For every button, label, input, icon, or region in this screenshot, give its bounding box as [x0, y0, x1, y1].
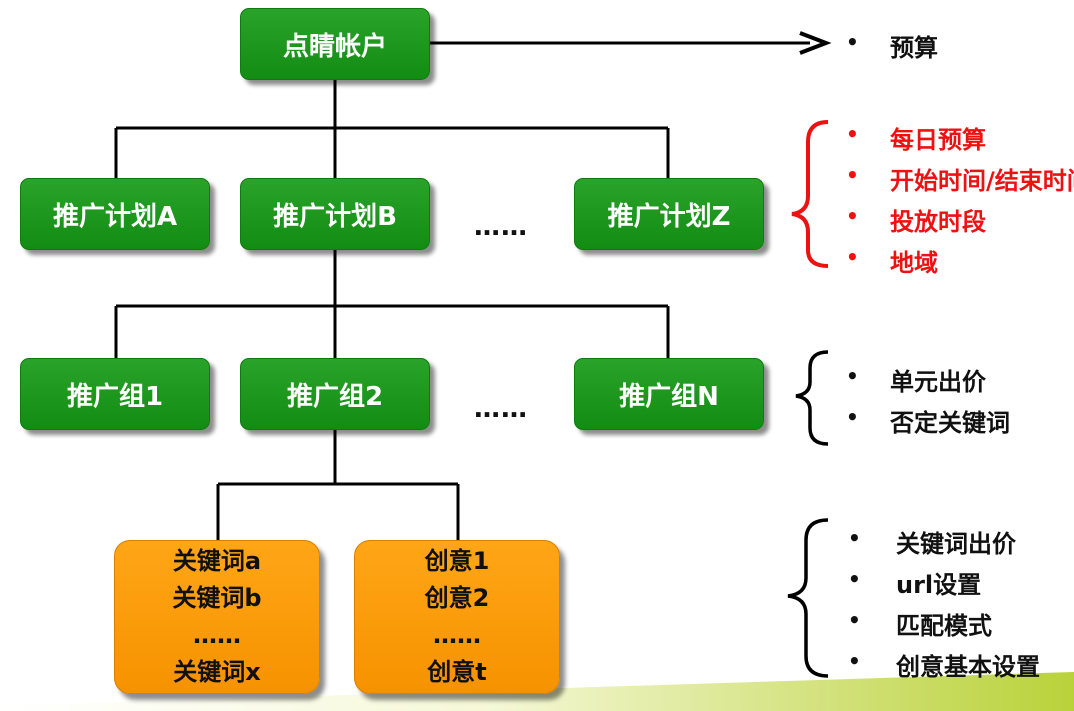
setting-text: 匹配模式: [896, 612, 992, 640]
plan-settings-list: • 每日预算 • 开始时间/结束时间 • 投放时段 • 地域: [846, 120, 1074, 286]
group-box-n: 推广组N: [574, 358, 764, 430]
list-item: • 单元出价: [846, 362, 1074, 403]
setting-text: url设置: [896, 571, 982, 599]
plan-label: 推广计划A: [52, 201, 178, 232]
bullet: •: [846, 245, 859, 269]
setting-text: 创意基本设置: [896, 653, 1040, 681]
list-item: • 开始时间/结束时间: [846, 161, 1074, 202]
creative-line: ……: [433, 621, 481, 649]
keyword-line: 关键词x: [173, 658, 261, 686]
plan-label: 推广计划B: [273, 201, 397, 232]
keyword-line: 关键词b: [172, 584, 262, 612]
group-ellipsis: ……: [474, 394, 528, 424]
bullet: •: [846, 122, 859, 146]
list-item: • 投放时段: [846, 202, 1074, 243]
setting-text: 投放时段: [890, 208, 986, 236]
plan-box-z: 推广计划Z: [574, 178, 764, 250]
plan-ellipsis: ……: [474, 212, 528, 242]
group-label: 推广组N: [619, 381, 719, 412]
group-settings-list: • 单元出价 • 否定关键词: [846, 362, 1074, 444]
account-settings-list: • 预算: [846, 28, 1074, 62]
bullet: •: [846, 405, 859, 429]
arrow-head-icon: [799, 31, 832, 55]
creative-line: 创意t: [427, 658, 487, 686]
list-item: • 关键词出价: [848, 524, 1074, 565]
list-item: • url设置: [848, 565, 1074, 606]
bullet: •: [846, 163, 859, 187]
account-box: 点睛帐户: [240, 8, 430, 80]
creative-line: 创意2: [424, 584, 490, 612]
bullet: •: [848, 649, 861, 673]
setting-text: 预算: [890, 34, 938, 62]
account-label: 点睛帐户: [282, 31, 387, 62]
setting-text: 关键词出价: [896, 530, 1016, 558]
plan-box-b: 推广计划B: [240, 178, 430, 250]
bullet: •: [848, 567, 861, 591]
bullet: •: [848, 526, 861, 550]
group-box-2: 推广组2: [240, 358, 430, 430]
group-label: 推广组2: [286, 381, 384, 412]
keyword-line: ……: [193, 621, 241, 649]
leaf-settings-list: • 关键词出价 • url设置 • 匹配模式 • 创意基本设置: [848, 524, 1074, 688]
brace-icon: [787, 518, 829, 678]
creative-line: 创意1: [424, 547, 490, 575]
bullet: •: [848, 608, 861, 632]
brace-icon: [795, 350, 829, 446]
creatives-box: 创意1 创意2 …… 创意t: [354, 540, 560, 694]
bullet: •: [846, 30, 859, 54]
setting-text: 否定关键词: [890, 409, 1010, 437]
list-item: • 预算: [846, 28, 1074, 62]
setting-text: 地域: [890, 249, 938, 277]
list-item: • 每日预算: [846, 120, 1074, 161]
list-item: • 创意基本设置: [848, 647, 1074, 688]
bullet: •: [846, 364, 859, 388]
keyword-line: 关键词a: [172, 547, 262, 575]
plan-label: 推广计划Z: [607, 201, 731, 232]
plan-box-a: 推广计划A: [20, 178, 210, 250]
group-label: 推广组1: [66, 381, 164, 412]
list-item: • 地域: [846, 243, 1074, 284]
keywords-box: 关键词a 关键词b …… 关键词x: [114, 540, 320, 694]
group-box-1: 推广组1: [20, 358, 210, 430]
list-item: • 否定关键词: [846, 403, 1074, 444]
setting-text: 开始时间/结束时间: [890, 167, 1074, 195]
list-item: • 匹配模式: [848, 606, 1074, 647]
setting-text: 每日预算: [890, 126, 986, 154]
bullet: •: [846, 204, 859, 228]
setting-text: 单元出价: [890, 368, 986, 396]
red-brace-icon: [791, 120, 829, 268]
